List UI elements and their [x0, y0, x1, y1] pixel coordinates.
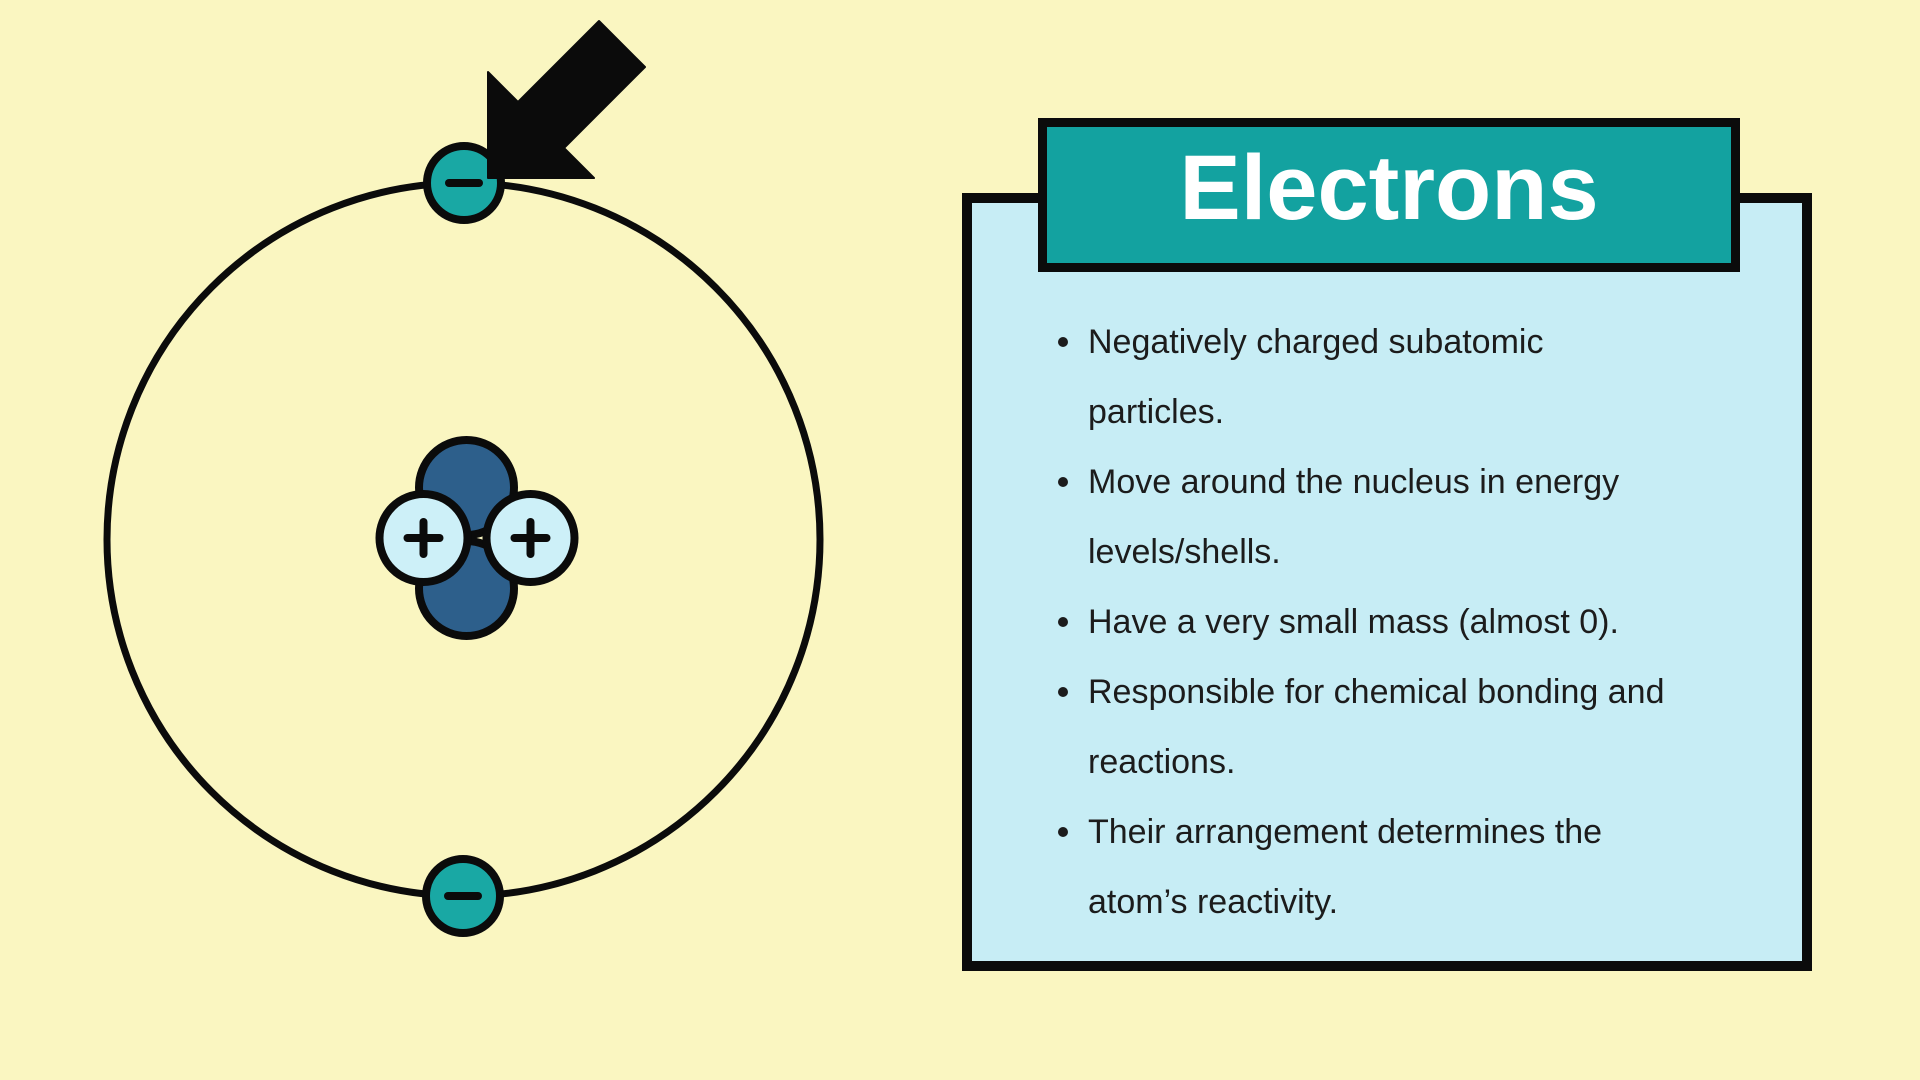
- page-title: Electrons: [1179, 136, 1599, 239]
- bullet-dot-icon: [1058, 617, 1068, 627]
- electron-top: [423, 142, 505, 224]
- electrons-card: Negatively charged subatomic particles. …: [962, 193, 1812, 971]
- bullet-line: Negatively charged subatomic: [1088, 323, 1544, 361]
- list-item: Responsible for chemical bonding and rea…: [1053, 657, 1762, 797]
- card-header: Electrons: [1038, 118, 1740, 272]
- plus-icon: [510, 518, 551, 558]
- list-item: Have a very small mass (almost 0).: [1053, 587, 1762, 657]
- bullet-line: Responsible for chemical bonding and: [1088, 673, 1665, 711]
- list-item: Move around the nucleus in energy levels…: [1053, 447, 1762, 587]
- bullet-line: reactions.: [1088, 743, 1236, 781]
- bullet-line: atom’s reactivity.: [1088, 883, 1339, 921]
- bullet-dot-icon: [1058, 827, 1068, 837]
- list-item: Their arrangement determines the atom’s …: [1053, 797, 1762, 937]
- pointer-arrow-icon: [487, 20, 646, 179]
- bullet-list: Negatively charged subatomic particles. …: [1053, 307, 1762, 937]
- bullet-line: particles.: [1088, 393, 1225, 431]
- plus-icon: [403, 518, 444, 558]
- bullet-dot-icon: [1058, 687, 1068, 697]
- bullet-line: Their arrangement determines the: [1088, 813, 1603, 851]
- electron-bottom: [422, 855, 504, 937]
- bullet-line: Move around the nucleus in energy: [1088, 463, 1620, 501]
- bullet-dot-icon: [1058, 337, 1068, 347]
- list-item: Negatively charged subatomic particles.: [1053, 307, 1762, 447]
- bullet-line: levels/shells.: [1088, 533, 1281, 571]
- bullet-line: Have a very small mass (almost 0).: [1088, 603, 1619, 641]
- protons: [375, 490, 579, 586]
- bullet-dot-icon: [1058, 477, 1068, 487]
